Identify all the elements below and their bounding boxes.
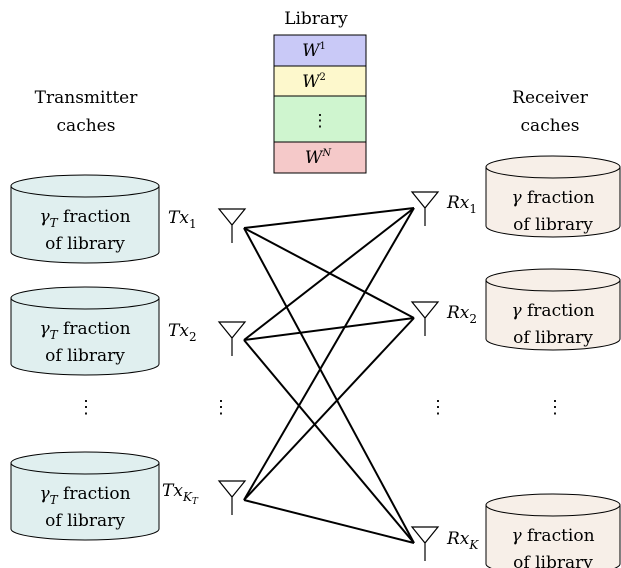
transmitter-cache-1: γT fraction of library bbox=[10, 174, 160, 264]
transmitter-caches: γT fraction of library γT fraction of libra… bbox=[10, 174, 160, 541]
cache-text-line2: of library bbox=[45, 234, 125, 254]
cylinder-top bbox=[485, 268, 621, 292]
tx-1-label: Tx1 bbox=[168, 208, 197, 231]
cylinder-body bbox=[485, 167, 621, 238]
link-tx1-rx1 bbox=[243, 207, 415, 229]
transmitter-caches-heading-line1: Transmitter bbox=[35, 88, 139, 108]
tx-antenna-2-icon bbox=[217, 321, 247, 356]
link-tx2-rx2 bbox=[243, 317, 415, 341]
rx-2-label: Rx2 bbox=[446, 303, 477, 326]
receiver-cache-2: γ fraction of library bbox=[485, 268, 621, 351]
cache-text-line1: γT fraction bbox=[39, 207, 130, 230]
cache-text-line2: of library bbox=[45, 346, 125, 366]
cylinder-body bbox=[10, 463, 160, 541]
cache-text-line1: γT fraction bbox=[39, 484, 130, 507]
receiver-cache-1: γ fraction of library bbox=[485, 155, 621, 238]
cache-text-line2: of library bbox=[513, 328, 593, 348]
cylinder-body bbox=[10, 186, 160, 264]
cache-text-line2: of library bbox=[45, 511, 125, 531]
tx-antenna-ellipsis: ⋮ bbox=[212, 397, 230, 418]
cylinder-body bbox=[485, 505, 621, 568]
cache-text-line2: of library bbox=[513, 553, 593, 568]
transmitter-cache-3: γT fraction of library bbox=[10, 451, 160, 541]
receiver-caches: γ fraction of library γ fraction of library… bbox=[485, 155, 621, 568]
tx-antenna-3-icon bbox=[217, 480, 247, 515]
cylinder-top bbox=[10, 451, 160, 475]
cylinder-top bbox=[10, 174, 160, 198]
antennas bbox=[217, 191, 440, 561]
cache-text-line2: of library bbox=[513, 215, 593, 235]
rx-antenna-ellipsis: ⋮ bbox=[429, 397, 447, 418]
tx-k-label: TxKT bbox=[162, 481, 199, 507]
cylinder-top bbox=[485, 155, 621, 179]
cache-text-line1: γT fraction bbox=[39, 319, 130, 342]
link-tx3-rx1 bbox=[243, 207, 415, 501]
link-tx1-rx3 bbox=[243, 227, 415, 544]
library-title: Library bbox=[284, 9, 348, 29]
rx-1-label: Rx1 bbox=[446, 193, 477, 216]
library-vertical-ellipsis: ⋮ bbox=[312, 111, 329, 131]
link-tx2-rx3 bbox=[243, 339, 415, 544]
cylinder-body bbox=[10, 298, 160, 376]
library-file-2 bbox=[273, 65, 367, 97]
cylinder-top bbox=[10, 286, 160, 310]
rx-antenna-3-icon bbox=[410, 526, 440, 561]
link-tx2-rx1 bbox=[243, 207, 415, 341]
library-file-2-label: W2 bbox=[302, 72, 326, 92]
cache-text-line1: γ fraction bbox=[511, 526, 594, 546]
library-file-middle bbox=[273, 95, 367, 143]
cylinder-top bbox=[485, 493, 621, 517]
receiver-caches-heading-line2: caches bbox=[521, 116, 580, 136]
tx-antenna-1-icon bbox=[217, 208, 247, 243]
library: Library W1 W2 ⋮ WN bbox=[273, 9, 367, 174]
rx-cache-ellipsis: ⋮ bbox=[546, 397, 564, 418]
rx-k-label: RxK bbox=[446, 529, 479, 552]
rx-antenna-1-icon bbox=[410, 191, 440, 226]
cache-text-line1: γ fraction bbox=[511, 301, 594, 321]
library-file-n-label: WN bbox=[305, 148, 332, 168]
link-tx3-rx2 bbox=[243, 317, 415, 501]
tx-2-label: Tx2 bbox=[168, 321, 197, 344]
receiver-cache-3: γ fraction of library bbox=[485, 493, 621, 568]
link-tx3-rx3 bbox=[243, 499, 415, 544]
transmitter-cache-2: γT fraction of library bbox=[10, 286, 160, 376]
rx-antenna-2-icon bbox=[410, 301, 440, 336]
tx-cache-ellipsis: ⋮ bbox=[77, 397, 95, 418]
receiver-caches-heading-line1: Receiver bbox=[512, 88, 589, 108]
cylinder-body bbox=[485, 280, 621, 351]
transmitter-caches-heading-line2: caches bbox=[57, 116, 116, 136]
library-file-1 bbox=[273, 34, 367, 67]
library-file-n bbox=[273, 141, 367, 174]
library-file-1-label: W1 bbox=[302, 41, 326, 61]
cache-text-line1: γ fraction bbox=[511, 188, 594, 208]
channel-links bbox=[243, 207, 415, 544]
